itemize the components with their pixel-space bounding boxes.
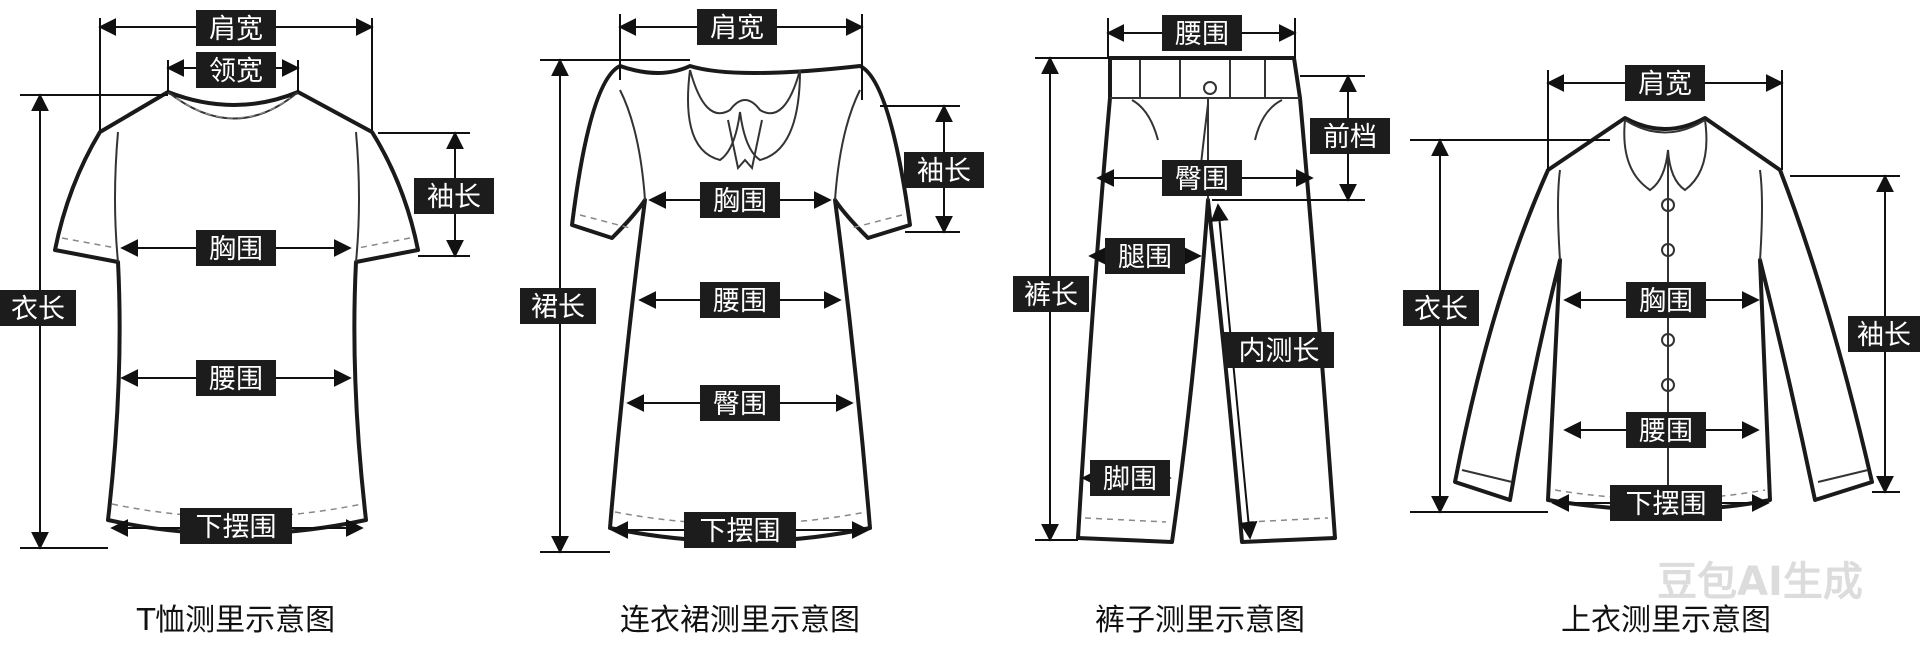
shirt-caption: 上衣测里示意图 (1561, 603, 1771, 638)
svg-text:前档: 前档 (1323, 122, 1377, 153)
svg-text:内测长: 内测长 (1239, 336, 1320, 367)
svg-text:袖长: 袖长 (1857, 320, 1911, 351)
pants-leg-opening-label: 脚围 (1090, 460, 1170, 496)
svg-text:肩宽: 肩宽 (209, 14, 263, 45)
pants-caption: 裤子测里示意图 (1095, 603, 1305, 638)
svg-text:腰围: 腰围 (1639, 416, 1693, 447)
svg-text:袖长: 袖长 (917, 156, 971, 187)
tshirt-sleeve-label: 袖长 (414, 178, 494, 214)
dress-length-label: 裙长 (520, 288, 596, 324)
svg-text:臀围: 臀围 (713, 389, 767, 420)
tshirt-diagram: 肩宽 领宽 袖长 衣长 胸围 腰围 下摆围 T恤测里示意图 (0, 10, 494, 638)
dress-shoulder-label: 肩宽 (697, 9, 777, 45)
tshirt-illustration (53, 90, 420, 536)
svg-text:裙长: 裙长 (531, 292, 585, 323)
tshirt-waist-label: 腰围 (196, 360, 276, 396)
dress-waist-label: 腰围 (700, 282, 780, 318)
pants-waist-label: 腰围 (1162, 15, 1242, 51)
svg-text:衣长: 衣长 (1414, 294, 1468, 325)
dress-chest-label: 胸围 (700, 182, 780, 218)
svg-text:衣长: 衣长 (11, 294, 65, 325)
shirt-sleeve-label: 袖长 (1848, 316, 1920, 352)
svg-text:腿围: 腿围 (1118, 242, 1172, 273)
svg-text:下摆围: 下摆围 (1626, 489, 1707, 520)
shirt-shoulder-label: 肩宽 (1625, 65, 1705, 101)
tshirt-chest-label: 胸围 (196, 230, 276, 266)
svg-text:腰围: 腰围 (1175, 19, 1229, 50)
svg-text:臀围: 臀围 (1175, 164, 1229, 195)
watermark: 豆包AI生成 (1657, 559, 1863, 605)
dress-hip-label: 臀围 (700, 385, 780, 421)
svg-text:腰围: 腰围 (713, 286, 767, 317)
dress-caption: 连衣裙测里示意图 (620, 603, 860, 638)
shirt-chest-label: 胸围 (1626, 282, 1706, 318)
svg-text:肩宽: 肩宽 (710, 13, 764, 44)
shirt-hem-label: 下摆围 (1610, 485, 1722, 521)
svg-text:裤长: 裤长 (1024, 280, 1078, 311)
svg-text:袖长: 袖长 (427, 182, 481, 213)
svg-text:下摆围: 下摆围 (700, 516, 781, 547)
svg-text:脚围: 脚围 (1103, 464, 1157, 495)
svg-text:领宽: 领宽 (209, 56, 263, 87)
svg-text:下摆围: 下摆围 (196, 512, 277, 543)
svg-text:胸围: 胸围 (209, 234, 263, 265)
pants-rise-label: 前档 (1310, 118, 1390, 154)
dress-diagram: 肩宽 袖长 裙长 胸围 腰围 臀围 下摆围 连衣裙测里示意图 (520, 9, 984, 638)
dress-hem-label: 下摆围 (684, 512, 796, 548)
svg-text:胸围: 胸围 (713, 186, 767, 217)
tshirt-shoulder-label: 肩宽 (196, 10, 276, 46)
shirt-length-label: 衣长 (1403, 290, 1479, 326)
svg-text:腰围: 腰围 (209, 364, 263, 395)
dress-sleeve-label: 袖长 (904, 152, 984, 188)
shirt-diagram: 肩宽 衣长 袖长 胸围 腰围 下摆围 上衣测里示意图 (1403, 65, 1920, 638)
pants-thigh-label: 腿围 (1105, 238, 1185, 274)
pants-diagram: 腰围 前档 臀围 裤长 腿围 内测长 脚围 裤子测里示意图 (1013, 15, 1390, 638)
shirt-waist-label: 腰围 (1626, 412, 1706, 448)
tshirt-length-label: 衣长 (0, 290, 76, 326)
pants-inseam-label: 内测长 (1224, 332, 1334, 368)
svg-text:胸围: 胸围 (1639, 286, 1693, 317)
pants-length-label: 裤长 (1013, 276, 1089, 312)
pants-hip-label: 臀围 (1162, 160, 1242, 196)
tshirt-hem-label: 下摆围 (180, 508, 292, 544)
svg-text:肩宽: 肩宽 (1638, 69, 1692, 100)
tshirt-caption: T恤测里示意图 (136, 603, 335, 638)
tshirt-collar-label: 领宽 (196, 52, 276, 88)
